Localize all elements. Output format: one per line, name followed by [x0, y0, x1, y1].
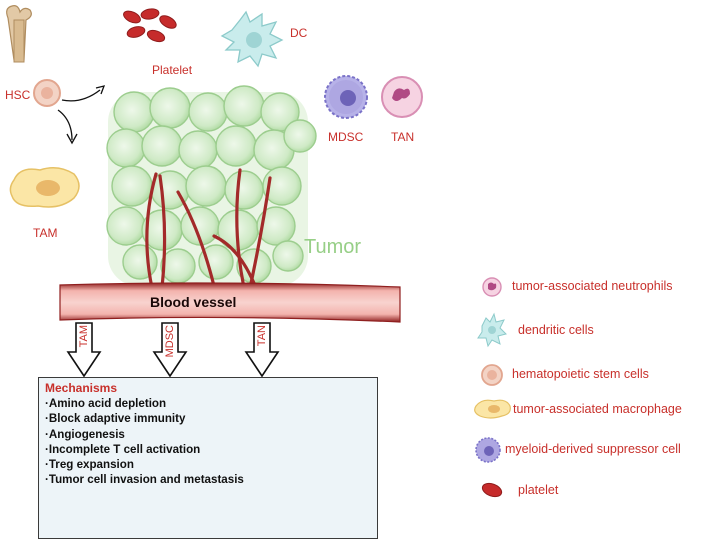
legend-tan-icon [482, 277, 502, 297]
arrow-label-mdsc: MDSC [164, 325, 176, 358]
legend-label-platelet: platelet [518, 483, 559, 497]
legend-label-hsc: hematopoietic stem cells [512, 367, 649, 381]
macrophage-cell-icon [9, 167, 80, 208]
mechanisms-box: Mechanisms ·Amino acid depletion ·Block … [38, 377, 378, 539]
arrow-label-tam: TAM [78, 325, 90, 348]
blood-vessel-label: Blood vessel [150, 294, 237, 310]
blood-vessel [59, 282, 401, 323]
legend-macrophage-icon [474, 399, 511, 419]
mechanisms-title: Mechanisms [45, 381, 118, 395]
legend-mdsc-icon [475, 437, 501, 463]
bone-icon [6, 5, 32, 63]
mechanism-item: ·Block adaptive immunity [45, 412, 186, 426]
legend-label-tan: tumor-associated neutrophils [512, 279, 673, 293]
hsc-arrows [57, 85, 106, 145]
tan-label: TAN [391, 130, 415, 144]
legend-dendritic-icon [477, 312, 507, 348]
tam-label: TAM [33, 226, 58, 240]
down-arrows [66, 322, 280, 378]
mechanism-item: ·Treg expansion [45, 458, 134, 472]
hsc-cell-icon [33, 79, 61, 107]
dc-label: DC [290, 26, 308, 40]
legend-platelet-icon [481, 482, 503, 498]
legend-label-mdsc: myeloid-derived suppressor cell [505, 442, 681, 456]
legend-hsc-icon [481, 364, 503, 386]
tumor-mass [106, 85, 317, 290]
mdsc-label: MDSC [328, 130, 364, 144]
tumor-label: Tumor [304, 236, 362, 258]
mechanism-item: ·Incomplete T cell activation [45, 442, 201, 456]
dendritic-cell-icon [220, 10, 284, 68]
tan-cell-icon [381, 76, 423, 118]
mechanism-item: ·Angiogenesis [45, 427, 125, 441]
platelet-cluster-icon [123, 8, 177, 43]
hsc-label: HSC [5, 88, 31, 102]
mechanism-item: ·Amino acid depletion [45, 397, 167, 410]
legend-label-dendritic: dendritic cells [518, 323, 594, 337]
arrow-label-tan: TAN [256, 325, 268, 347]
mdsc-cell-icon [324, 75, 368, 119]
mechanisms-list: ·Amino acid depletion ·Block adaptive im… [45, 396, 244, 488]
mechanism-item: ·Tumor cell invasion and metastasis [45, 473, 244, 487]
legend-label-macrophage: tumor-associated macrophage [513, 402, 682, 416]
platelet-label: Platelet [152, 63, 193, 77]
legend-icons [474, 277, 511, 498]
